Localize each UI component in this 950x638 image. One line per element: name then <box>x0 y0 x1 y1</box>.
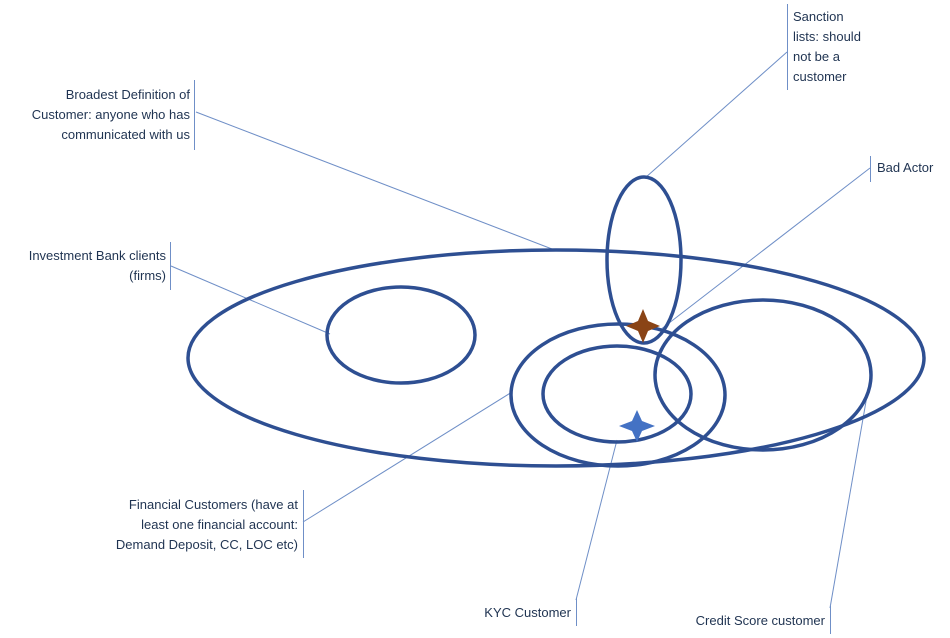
credit-score-label: Credit Score customer <box>695 613 825 628</box>
bad-actor-label-bar <box>870 156 871 182</box>
leader-line-credit <box>829 389 869 609</box>
kyc-star-icon <box>619 410 655 442</box>
credit-label-bar <box>830 606 831 634</box>
leader-line-bad-actor <box>659 167 871 331</box>
leader-line-sanction <box>644 51 788 179</box>
investment-bank-label: Investment Bank clients (firms) <box>28 248 166 283</box>
broadest-label-bar <box>194 80 195 150</box>
sanction-label-bar <box>787 4 788 90</box>
sanction-lists-label: Sanction lists: should not be a customer <box>793 9 861 84</box>
leader-line-investment <box>170 265 331 335</box>
kyc-label-bar <box>576 598 577 626</box>
broadest-customer-ellipse <box>186 248 926 468</box>
broadest-customer-label: Broadest Definition of Customer: anyone … <box>31 87 190 142</box>
financial-label-bar <box>303 490 304 558</box>
credit-score-ellipse <box>653 298 873 452</box>
investment-label-bar <box>170 242 171 290</box>
kyc-customer-ellipse <box>541 344 693 444</box>
financial-customers-label: Financial Customers (have at least one f… <box>115 497 298 552</box>
leader-line-broadest <box>195 111 553 250</box>
bad-actor-label: Bad Actor <box>877 160 934 175</box>
investment-bank-ellipse <box>325 285 477 385</box>
sanction-lists-ellipse <box>605 175 683 345</box>
bad-actor-star-icon <box>626 309 660 343</box>
financial-customers-ellipse <box>509 322 727 468</box>
kyc-customer-label: KYC Customer <box>484 605 571 620</box>
